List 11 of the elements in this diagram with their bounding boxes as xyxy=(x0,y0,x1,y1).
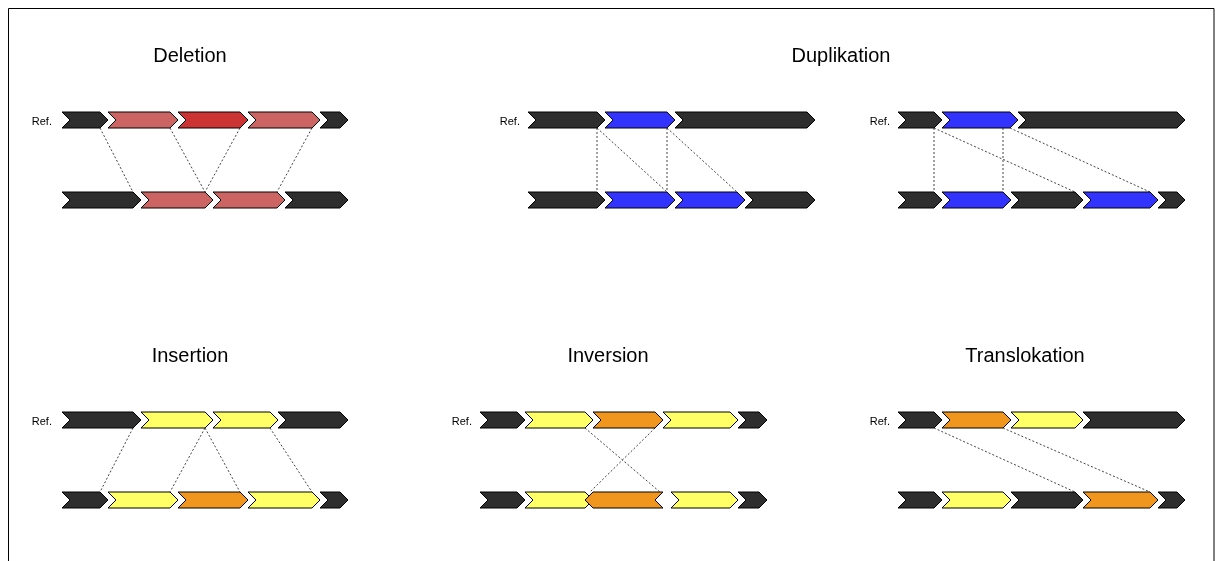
track-label: Ref. xyxy=(451,415,472,427)
panel-title: Inversion xyxy=(567,344,649,367)
panel-title: Deletion xyxy=(153,44,227,67)
panel-title: Insertion xyxy=(151,344,229,367)
track-label: Ref. xyxy=(869,415,890,427)
track-label: Ref. xyxy=(499,115,520,127)
track-label: Ref. xyxy=(869,115,890,127)
track-label: Ref. xyxy=(31,415,52,427)
panel-title: Duplikation xyxy=(791,44,891,67)
track-label: Ref. xyxy=(31,115,52,127)
panel-title: Translokation xyxy=(965,344,1085,367)
